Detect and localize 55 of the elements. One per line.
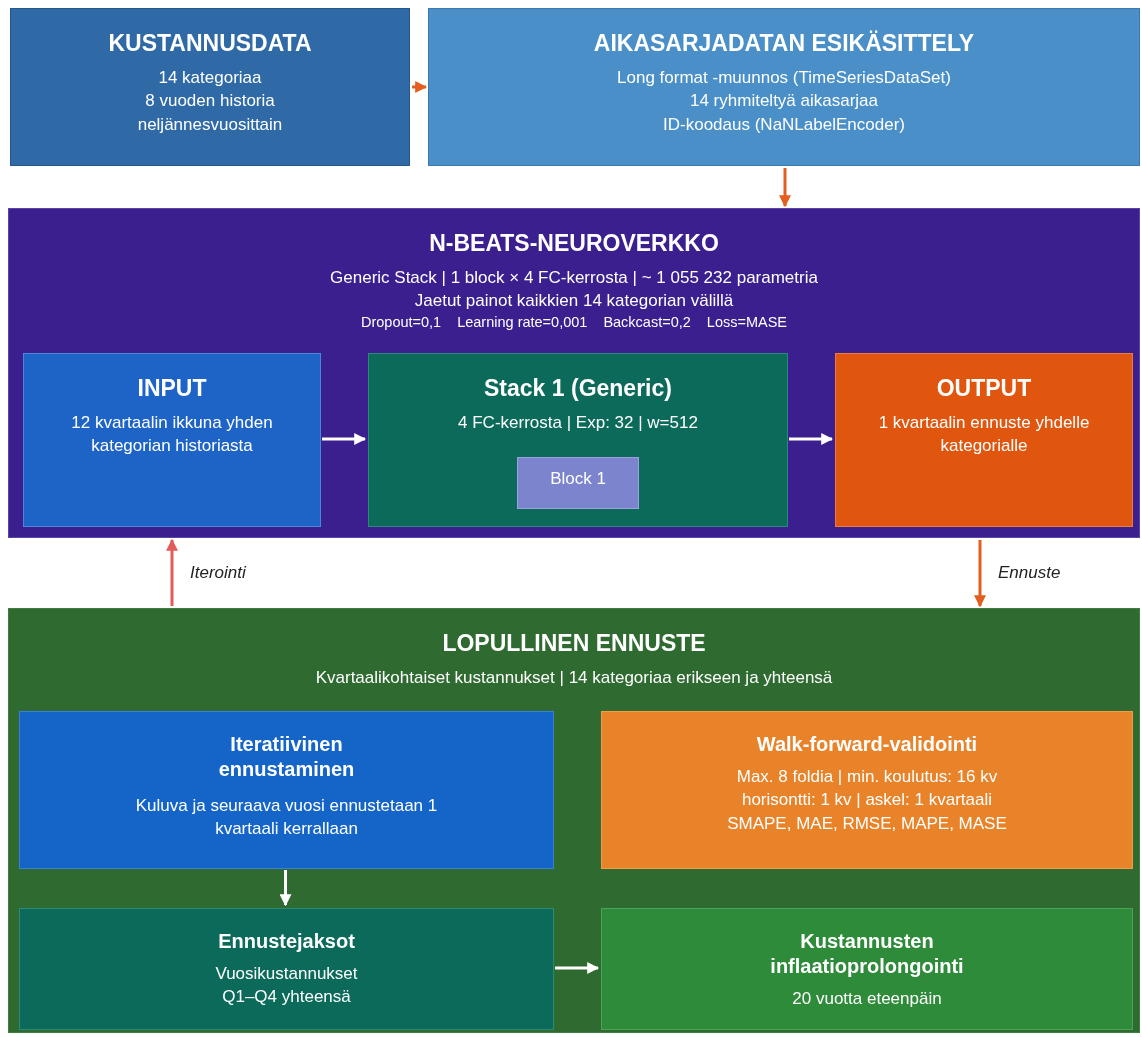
process-box — [368, 353, 788, 527]
arrow — [322, 433, 367, 445]
box-text: 14 kategoriaa — [157, 66, 263, 89]
arrow — [279, 870, 292, 907]
parameter-text: Backcast=0,2 — [603, 312, 691, 332]
arrow — [412, 81, 428, 93]
process-box — [601, 908, 1133, 1030]
box-text: Vuosikustannukset — [214, 963, 359, 985]
box-heading: AIKASARJADATAN ESIKÄSITTELY — [593, 29, 975, 58]
process-box — [835, 353, 1133, 527]
process-box — [517, 457, 639, 509]
parameter-text: Dropout=0,1 — [360, 312, 442, 332]
arrow — [974, 540, 986, 608]
arrow — [789, 433, 834, 445]
box-text: 1 kvartaalin ennuste yhdelle kategorialle — [877, 411, 1091, 458]
box-text: Generic Stack | 1 block × 4 FC-kerrosta | ~ 1 055 232 parametria — [329, 266, 819, 289]
box-heading: Iteratiivinen ennustaminen — [217, 732, 356, 782]
process-box — [601, 711, 1133, 869]
box-text: Kuluva ja seuraava vuosi ennustetaan 1 kvartaali kerrallaan — [134, 795, 439, 841]
box-text: 12 kvartaalin ikkuna yhden kategorian historiasta — [70, 411, 274, 458]
arrow — [166, 538, 178, 606]
process-box — [19, 711, 554, 869]
box-text: Q1–Q4 yhteensä — [221, 986, 352, 1009]
process-box — [428, 8, 1140, 166]
process-box — [8, 208, 1140, 538]
process-box — [23, 353, 321, 527]
box-text: 8 vuoden historia — [144, 90, 276, 113]
box-heading: KUSTANNUSDATA — [108, 29, 312, 58]
box-text: neljännesvuosittain — [136, 113, 284, 136]
box-text: Long format -muunnos (TimeSeriesDataSet) — [616, 66, 952, 89]
box-heading: LOPULLINEN ENNUSTE — [442, 629, 706, 658]
box-text: SMAPE, MAE, RMSE, MAPE, MASE — [726, 812, 1008, 835]
box-heading: N-BEATS-NEUROVERKKO — [429, 229, 719, 258]
arrow — [555, 962, 600, 974]
box-heading: INPUT — [137, 374, 207, 403]
box-heading: Block 1 — [550, 468, 606, 490]
parameter-text: Loss=MASE — [706, 312, 788, 332]
box-heading: OUTPUT — [936, 374, 1032, 403]
box-text: ID-koodaus (NaNLabelEncoder) — [662, 113, 906, 136]
box-heading: Stack 1 (Generic) — [484, 374, 672, 403]
box-text: Jaetut painot kaikkien 14 kategorian välillä — [413, 290, 735, 313]
process-box — [8, 608, 1140, 1033]
parameter-text: Learning rate=0,001 — [457, 312, 588, 332]
box-text: 14 ryhmiteltyä aikasarjaa — [689, 90, 879, 113]
box-text: 20 vuotta eteenpäin — [791, 988, 943, 1010]
box-text: Kvartaalikohtaiset kustannukset | 14 kategoriaa erikseen ja yhteensä — [314, 666, 834, 689]
box-text: 4 FC-kerrosta | Exp: 32 | w=512 — [457, 411, 699, 434]
process-box — [19, 908, 554, 1030]
box-text: horisontti: 1 kv | askel: 1 kvartaali — [740, 789, 994, 812]
box-heading: Ennustejaksot — [218, 929, 355, 954]
arrow — [779, 168, 791, 208]
box-text: Max. 8 foldia | min. koulutus: 16 kv — [735, 766, 999, 788]
box-heading: Kustannusten inflaatioprolongointi — [769, 929, 965, 979]
box-heading: Walk-forward-validointi — [756, 732, 978, 757]
process-box — [10, 8, 410, 166]
